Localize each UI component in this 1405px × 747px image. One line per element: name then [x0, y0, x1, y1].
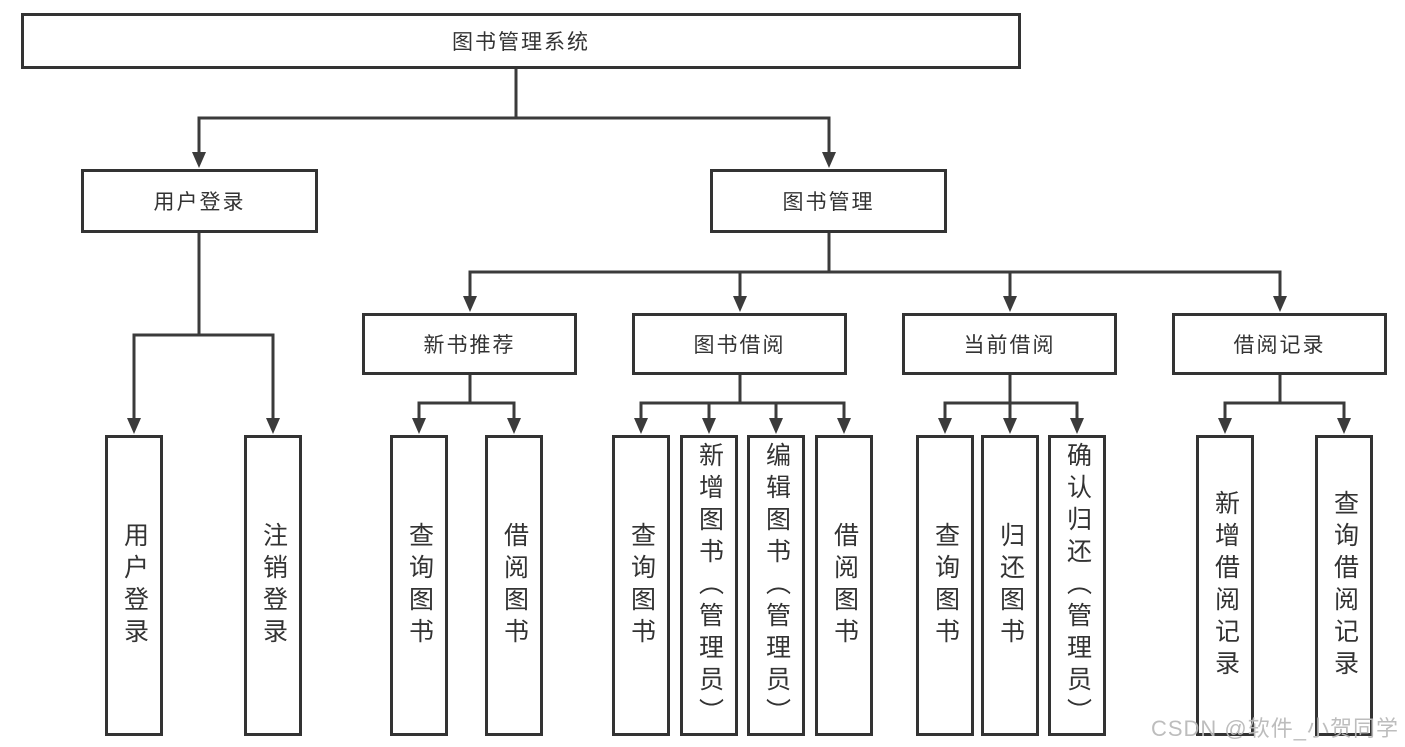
node-label: 查询图书	[405, 521, 434, 650]
node-new-book-recommend: 新书推荐	[362, 313, 577, 375]
node-library-management-system: 图书管理系统	[21, 13, 1021, 69]
node-label: 新增图书（管理员）	[695, 441, 724, 730]
node-label: 借阅图书	[500, 521, 529, 650]
node-label: 借阅图书	[830, 521, 859, 650]
node-leaf-query-books-recommend: 查询图书	[390, 435, 448, 736]
node-leaf-add-books-admin: 新增图书（管理员）	[680, 435, 738, 736]
node-label: 新增借阅记录	[1211, 489, 1240, 682]
node-label: 图书管理	[782, 191, 875, 214]
node-label: 当前借阅	[963, 334, 1056, 357]
node-leaf-return-books: 归还图书	[981, 435, 1039, 736]
node-leaf-query-borrow-record: 查询借阅记录	[1315, 435, 1373, 736]
node-book-borrowing: 图书借阅	[632, 313, 847, 375]
node-label: 用户登录	[153, 191, 246, 214]
node-book-management-branch: 图书管理	[710, 169, 947, 233]
node-label: 编辑图书（管理员）	[762, 441, 791, 730]
node-leaf-edit-books-admin: 编辑图书（管理员）	[747, 435, 805, 736]
node-label: 图书借阅	[693, 334, 786, 357]
node-leaf-borrow-books: 借阅图书	[815, 435, 873, 736]
node-label: 查询图书	[931, 521, 960, 650]
node-leaf-query-books-current: 查询图书	[916, 435, 974, 736]
node-borrowing-records: 借阅记录	[1172, 313, 1387, 375]
node-label: 查询借阅记录	[1330, 489, 1359, 682]
node-label: 借阅记录	[1233, 334, 1326, 357]
node-label: 注销登录	[259, 521, 288, 650]
node-current-borrowing: 当前借阅	[902, 313, 1117, 375]
node-leaf-add-borrow-record: 新增借阅记录	[1196, 435, 1254, 736]
node-label: 确认归还（管理员）	[1063, 441, 1092, 730]
node-leaf-logout: 注销登录	[244, 435, 302, 736]
node-user-login-branch: 用户登录	[81, 169, 318, 233]
csdn-watermark: CSDN @软件_小贺同学	[1150, 716, 1399, 741]
node-label: 归还图书	[996, 521, 1025, 650]
node-leaf-user-login: 用户登录	[105, 435, 163, 736]
node-label: 查询图书	[627, 521, 656, 650]
node-leaf-query-books-borrow: 查询图书	[612, 435, 670, 736]
node-label: 新书推荐	[423, 334, 516, 357]
node-label: 图书管理系统	[452, 31, 590, 54]
node-leaf-confirm-return-admin: 确认归还（管理员）	[1048, 435, 1106, 736]
node-label: 用户登录	[120, 521, 149, 650]
node-leaf-borrow-books-recommend: 借阅图书	[485, 435, 543, 736]
